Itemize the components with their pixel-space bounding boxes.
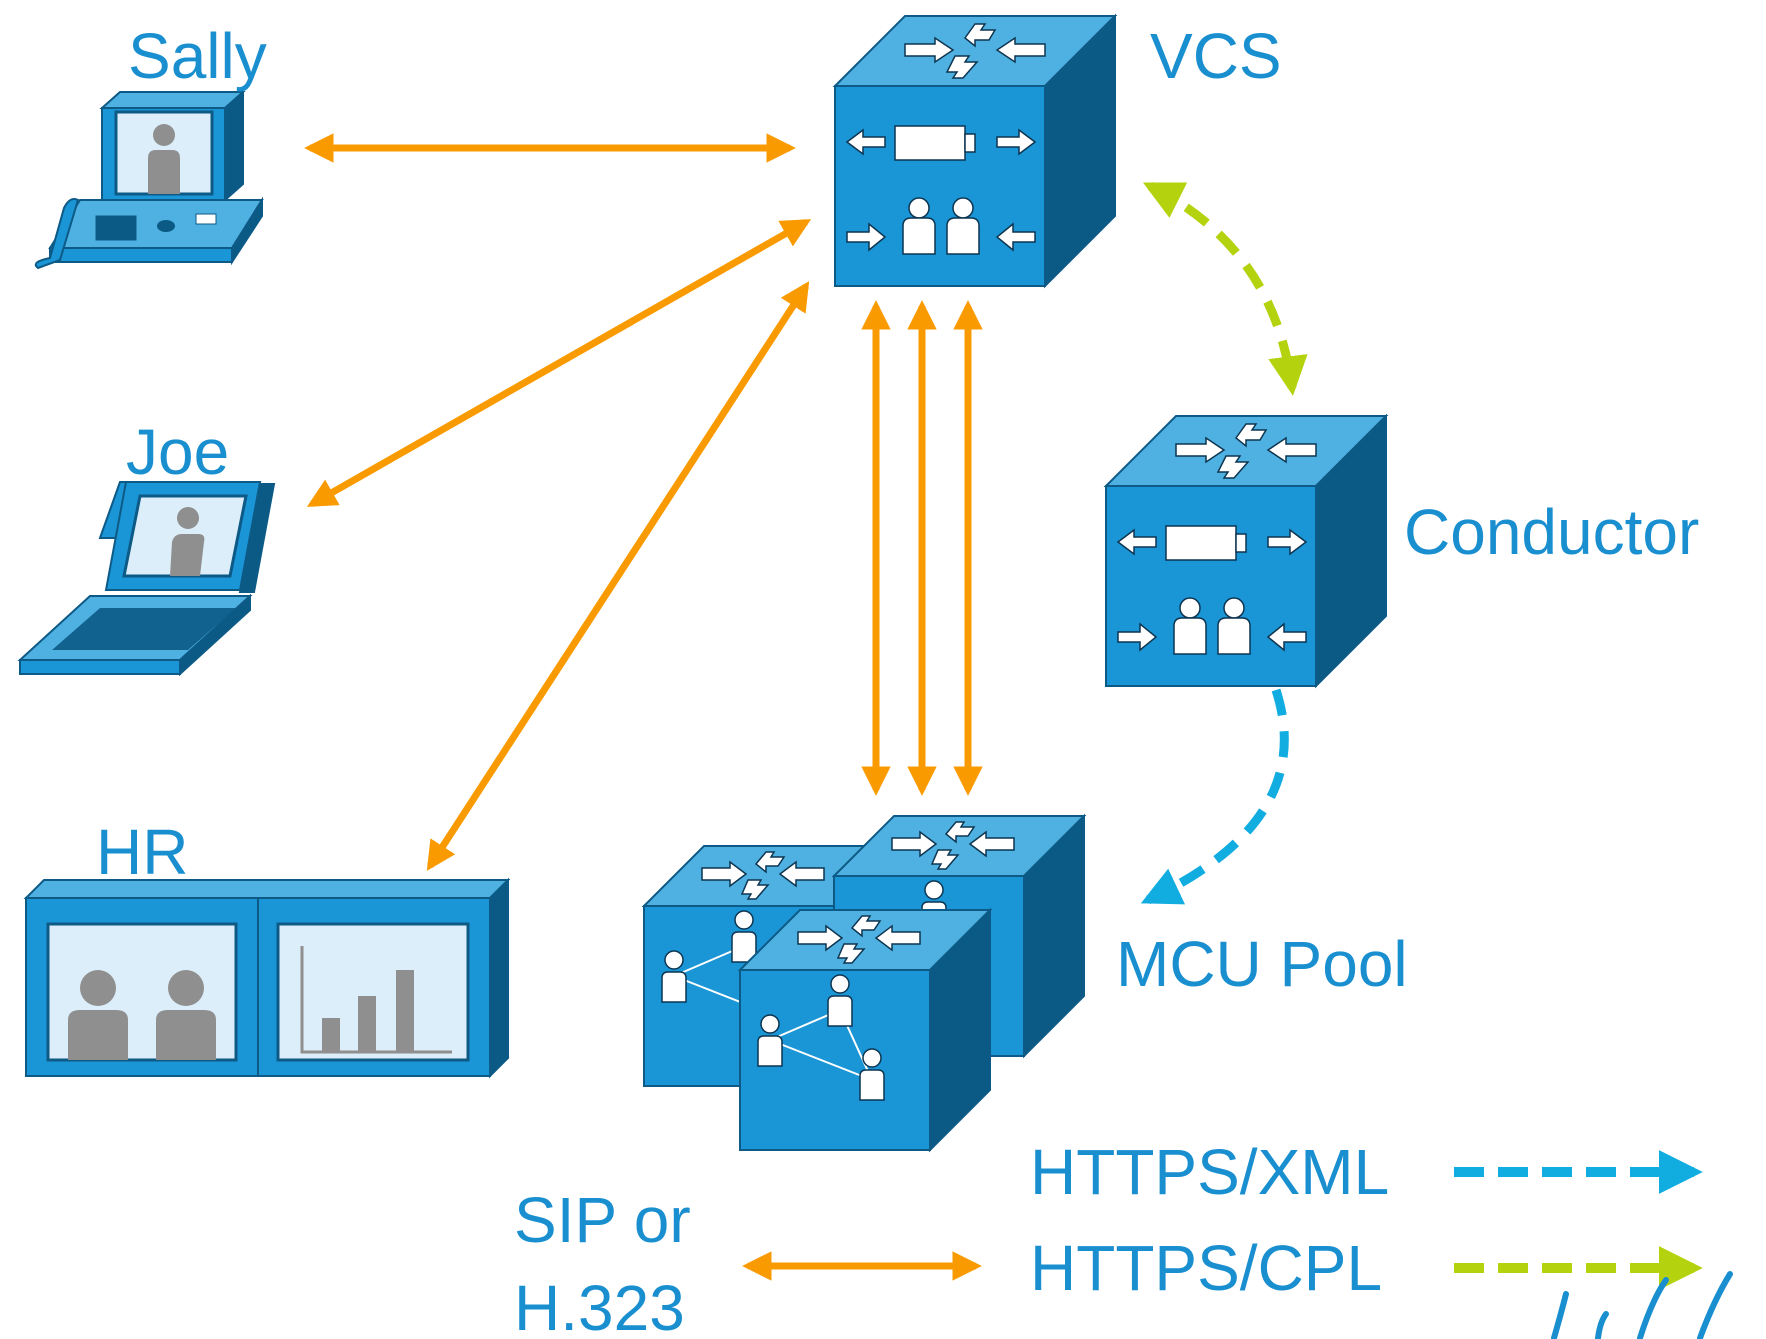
hr-vcs-connection	[426, 281, 810, 871]
conductor-mcu-xml-connection	[1140, 688, 1289, 905]
hr-label: HR	[96, 816, 188, 888]
vcs-server-icon	[834, 15, 1116, 287]
mcu-pool-label: MCU Pool	[1116, 928, 1408, 1000]
legend-sip-label-line2: H.323	[514, 1272, 685, 1339]
legend-https-cpl-label: HTTPS/CPL	[1030, 1232, 1382, 1304]
joe-label: Joe	[126, 416, 229, 488]
legend-https-xml-label: HTTPS/XML	[1030, 1136, 1389, 1208]
mcu-cube-front	[739, 909, 991, 1151]
sally-videophone-icon	[34, 89, 264, 270]
conductor-label: Conductor	[1404, 496, 1699, 568]
conductor-server-icon	[1105, 415, 1387, 687]
sip-connections	[304, 133, 983, 871]
joe-vcs-connection	[306, 218, 812, 508]
vcs-label: VCS	[1150, 20, 1282, 92]
joe-laptop-icon	[17, 481, 276, 677]
sally-label: Sally	[128, 20, 267, 92]
corner-logo-fragment-icon	[1551, 1271, 1733, 1339]
legend: SIP or H.323 HTTPS/XML HTTPS/CPL	[514, 1136, 1703, 1339]
legend-sip-label-line1: SIP or	[514, 1184, 691, 1256]
vcs-conductor-cpl-connection	[1142, 181, 1308, 396]
hr-telepresence-icon	[23, 877, 511, 1079]
mcu-pool-icon	[643, 815, 1085, 1151]
